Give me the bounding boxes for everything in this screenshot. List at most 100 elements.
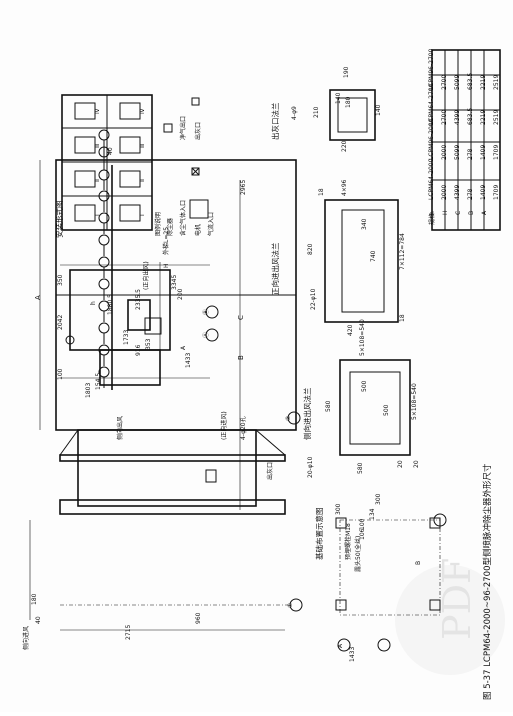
side-body xyxy=(69,269,171,351)
af-d190: 190 xyxy=(343,66,350,78)
foundation-bolt: 预埋螺栓M18 xyxy=(344,523,352,560)
dim-40-top: 40 xyxy=(107,147,114,155)
dim-960: 960 xyxy=(195,612,202,624)
model-2: LCPM64-2700 xyxy=(428,83,435,125)
of-w420: 420 xyxy=(347,324,354,336)
dim-1433: 1433 xyxy=(185,353,192,368)
cell-1: Ⅲ xyxy=(94,144,101,148)
cell-2: Ⅱ xyxy=(94,179,101,182)
fd-A: A xyxy=(337,643,344,648)
of-holes: 22-φ10 xyxy=(310,288,317,310)
fd-300b: 300 xyxy=(375,493,382,505)
front-hopper xyxy=(77,429,257,507)
label-ladder: 外梯L=25 xyxy=(162,227,170,255)
cell-0-2: 278 xyxy=(467,188,474,200)
axis-A: Ⓐ xyxy=(202,332,210,338)
front-view: A C B 40 2965 4-φ20孔 180 40 2715 960 ① ②… xyxy=(22,129,303,650)
cell-1-1: 5099 xyxy=(454,145,461,160)
label-side-outlet: 侧向出风 xyxy=(116,416,124,440)
cell-2-4: 2519 xyxy=(493,110,500,125)
dim-40-bottom: 40 xyxy=(35,616,42,624)
cell-2-3: 2219 xyxy=(480,110,487,125)
label-B: B xyxy=(468,211,475,215)
dim-1733: 1733 xyxy=(123,330,130,345)
if-in500b: 500 xyxy=(383,404,390,416)
af-d180: 180 xyxy=(345,96,352,108)
cell-5: Ⅲ xyxy=(139,144,146,148)
cell-3-3: 2219 xyxy=(480,75,487,90)
if-h580: 580 xyxy=(325,400,332,412)
af-d220: 220 xyxy=(341,140,348,152)
label-H: H xyxy=(442,210,449,215)
of-side: 7×112=784 xyxy=(399,233,406,270)
label-C: C xyxy=(455,211,462,215)
if-side: 5×108=540 xyxy=(411,383,418,420)
dim-200: 200 xyxy=(177,288,184,300)
dim-2042: 2042 xyxy=(57,315,64,330)
dim-B: B xyxy=(237,355,245,360)
ash-box xyxy=(205,469,217,483)
dim-h: h xyxy=(90,301,97,305)
figure-caption: 图 5-37 LCPM64-2000~96-2700型侧喷脉冲除尘器外形尺寸 xyxy=(482,463,493,700)
legend-item-1: 含尘气体入口 xyxy=(179,200,187,236)
label-ash: 出灰口 xyxy=(266,462,274,480)
label-front-inlet: (正向进风) xyxy=(220,411,228,440)
outlet-flange-title: 正向进出风法兰 xyxy=(270,242,280,295)
legend-title: 图例说明 xyxy=(154,212,162,236)
if-w580: 580 xyxy=(357,462,364,474)
fd-300: 300 xyxy=(335,503,342,515)
foundation-expose: 露头50(全丝) xyxy=(354,536,362,572)
outlet-flange: 正向进出风法兰 22-φ10 420 820 740 340 4×96 18 1… xyxy=(270,179,406,336)
table-header: 规格 xyxy=(428,213,436,225)
ash-flange: 出灰口法兰 4-φ9 190 210 180 140 140 220 xyxy=(270,66,382,152)
af-d140b: 140 xyxy=(375,104,382,116)
of-h820: 820 xyxy=(307,243,314,255)
model-1: LCPM96-2000 xyxy=(428,118,435,160)
legend-item-3: 出灰口 xyxy=(194,122,202,140)
cell-6: Ⅱ xyxy=(139,179,146,182)
dim-1803: 1803 xyxy=(85,383,92,398)
dim-holes: 4-φ20孔 xyxy=(239,416,247,440)
side-hopper xyxy=(99,349,161,386)
dim-100: 100 xyxy=(57,368,64,380)
cell-4: Ⅳ xyxy=(139,108,146,114)
axis-2: ② xyxy=(285,415,292,421)
axis-B: Ⓑ xyxy=(202,309,210,315)
fd-134: 134 xyxy=(369,508,376,520)
cell-7: Ⅰ xyxy=(139,214,146,216)
pulse-valve-row xyxy=(98,129,113,390)
cell-0-1: 4399 xyxy=(454,185,461,200)
side-inlet-box xyxy=(189,199,209,219)
dim-1880: 1880.5 xyxy=(107,294,114,315)
fd-100: 100 xyxy=(359,518,366,530)
dim-2965: 2965 xyxy=(240,180,247,195)
side-outlet-duct xyxy=(127,299,151,331)
label-side-inlet: 侧向进风 xyxy=(22,626,30,650)
dim-H: H xyxy=(163,263,170,268)
cell-1-2: 278 xyxy=(467,148,474,160)
axis-1: ① xyxy=(287,603,294,608)
if-d20b: 20 xyxy=(413,460,420,468)
legend-item-4: 电机 xyxy=(194,224,202,236)
spec-table: 规格 h H C B A LCPM64-2000 LCPM96-2000 LCP… xyxy=(428,48,501,231)
cell-2-1: 4399 xyxy=(454,110,461,125)
dim-3345: 3345 xyxy=(171,275,178,290)
label-front-outlet: (正向出风) xyxy=(142,261,150,290)
cell-2-2: 683.5 xyxy=(467,108,474,125)
if-d20a: 20 xyxy=(397,460,404,468)
dim-350: 350 xyxy=(57,274,64,286)
cell-2-0: 2700 xyxy=(441,110,448,125)
dim-2715: 2715 xyxy=(125,625,132,640)
dim-353: 353 xyxy=(145,338,152,350)
inlet-flange-title: 侧向进出风法兰 xyxy=(302,387,312,440)
of-in340: 340 xyxy=(361,218,368,230)
model-3: LCPM96-2700 xyxy=(428,48,435,90)
cell-3-2: 683.5 xyxy=(467,73,474,90)
foundation-diagram: 基础布置示意图 预埋螺栓M18 露头50(全丝) 300 100 134 106… xyxy=(314,493,447,662)
watermark-text: PDF xyxy=(435,558,479,640)
cell-3-4: 2519 xyxy=(493,75,500,90)
front-hopper-rim xyxy=(59,454,286,462)
legend-item-2: 净气出口 xyxy=(179,116,187,140)
of-d18b: 18 xyxy=(399,314,406,322)
dim-916: 916 xyxy=(135,344,142,356)
